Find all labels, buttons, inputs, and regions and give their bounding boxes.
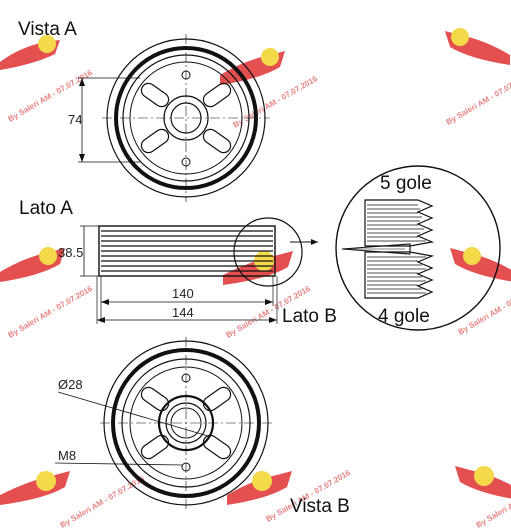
lower-profile: [364, 251, 435, 299]
dimension-144: 144: [96, 276, 278, 324]
gole-top-label: 5 gole: [380, 173, 432, 194]
dimension-140: 140: [100, 276, 274, 322]
upper-profile: [364, 199, 435, 247]
dim-74-label: 74: [68, 112, 82, 127]
winged-logo-icon: [0, 247, 65, 282]
m8-label: M8: [58, 448, 76, 463]
side-view-pulley: [98, 217, 318, 287]
winged-logo-icon: [445, 28, 510, 65]
groove-detail: 5 gole 4 gole: [335, 165, 501, 331]
view-b-pulley: [100, 337, 272, 510]
diam-28-label: Ø28: [58, 377, 83, 392]
gole-bottom-label: 4 gole: [378, 306, 430, 327]
watermark-text: By Saleri AM - 07.07.2016: [457, 281, 511, 337]
watermark-text: By Saleri AM - 07.07.2016: [445, 71, 511, 127]
lato-a-label: Lato A: [19, 198, 73, 219]
view-a-pulley: [102, 34, 270, 202]
dim-140-label: 140: [172, 286, 194, 301]
dimension-38-5: 38.5: [58, 225, 99, 277]
dim-144-label: 144: [172, 305, 194, 320]
vista-b-label: Vista B: [290, 496, 350, 517]
lato-b-label: Lato B: [282, 306, 337, 327]
winged-logo-icon: [0, 471, 70, 505]
spoke-windows: [140, 82, 232, 154]
watermark-text: By Saleri AM - 07.07.2016: [59, 474, 147, 529]
winged-logo-icon: [450, 247, 511, 282]
belt-grooves: [101, 230, 273, 272]
dimension-diam-28: Ø28: [57, 377, 209, 437]
vista-a-label: Vista A: [18, 19, 77, 40]
spoke-windows: [140, 386, 232, 460]
winged-logo-icon: [0, 35, 60, 70]
dimension-m8: M8: [54, 448, 183, 466]
winged-logo-icon: [220, 48, 285, 85]
winged-logo-icon: [227, 471, 292, 505]
winged-logo-icon: [455, 466, 511, 499]
watermark-text: By Saleri AM - 07.07.2016: [7, 284, 95, 340]
dim-38-5-label: 38.5: [58, 245, 83, 260]
dimension-74: 74: [68, 77, 140, 163]
